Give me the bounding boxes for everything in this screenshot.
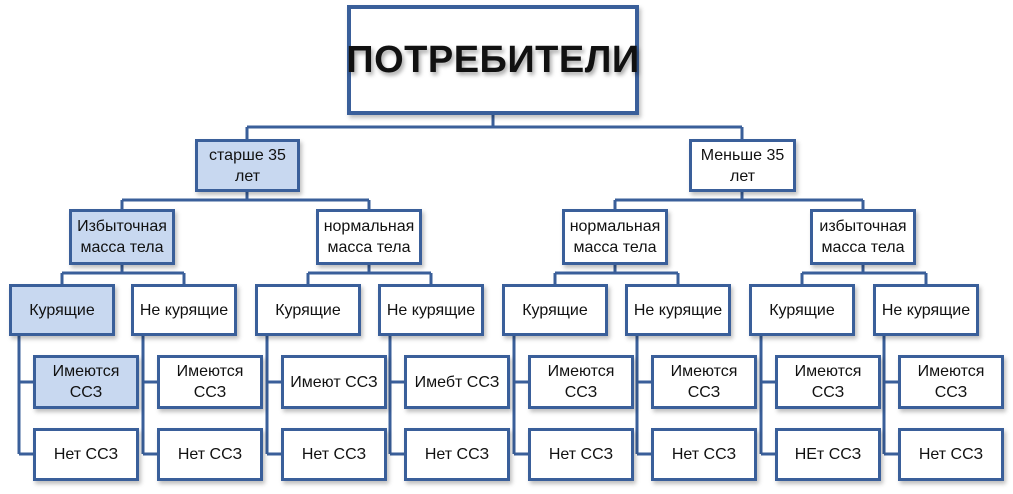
outcome-node: Нет ССЗ [651,428,757,481]
outcome-node: Имебт ССЗ [404,355,510,409]
outcome-node: Имеются ССЗ [898,355,1004,409]
outcome-label: Нет ССЗ [548,446,614,463]
outcome-node: Нет ССЗ [281,428,387,481]
branch-label: Не курящие [139,301,229,319]
outcome-label: Имеются ССЗ [547,363,615,401]
subgroup-label: Избыточная масса тела [77,218,167,256]
group-label: Меньше 35 лет [700,146,785,185]
outcome-node: Нет ССЗ [157,428,263,481]
group-node-younger-35: Меньше 35 лет [689,139,796,192]
group-node-older-35: старше 35 лет [195,139,300,192]
outcome-node: Нет ССЗ [33,428,139,481]
outcome-label: Имеются ССЗ [794,363,862,401]
subgroup-label: избыточная масса тела [819,218,907,256]
branch-node: Курящие [502,284,608,336]
subgroup-node: избыточная масса тела [810,209,916,265]
outcome-node: Имеются ССЗ [775,355,881,409]
outcome-label: Имебт ССЗ [414,373,500,391]
group-label: старше 35 лет [209,146,286,185]
outcome-label: Нет ССЗ [918,446,984,463]
root-node: ПОТРЕБИТЕЛИ [346,5,640,115]
outcome-node: Нет ССЗ [404,428,510,481]
branch-node: Не курящие [131,284,237,336]
root-label: ПОТРЕБИТЕЛИ [346,38,640,81]
outcome-label: Нет ССЗ [301,446,367,463]
subgroup-label: нормальная масса тела [323,218,415,256]
branch-label: Курящие [275,301,341,319]
subgroup-node: Избыточная масса тела [69,209,175,265]
branch-node: Не курящие [378,284,484,336]
outcome-label: Имеются ССЗ [176,363,244,401]
outcome-label: Имеются ССЗ [917,363,985,401]
branch-label: Не курящие [881,301,971,319]
outcome-node: Нет ССЗ [898,428,1004,481]
branch-label: Курящие [29,301,95,319]
outcome-label: Нет ССЗ [53,446,119,463]
branch-label: Не курящие [386,301,476,319]
subgroup-label: нормальная масса тела [569,218,661,256]
outcome-node: НЕт ССЗ [775,428,881,481]
subgroup-node: нормальная масса тела [316,209,422,265]
outcome-label: Имеют ССЗ [290,373,378,391]
branch-node: Курящие [749,284,855,336]
outcome-label: Нет ССЗ [671,446,737,463]
subgroup-node: нормальная масса тела [562,209,668,265]
outcome-node: Нет ССЗ [528,428,634,481]
branch-node: Не курящие [873,284,979,336]
branch-node: Курящие [255,284,361,336]
branch-node: Курящие [9,284,115,336]
outcome-node: Имеются ССЗ [528,355,634,409]
outcome-label: Нет ССЗ [177,446,243,463]
outcome-label: НЕт ССЗ [794,446,862,463]
branch-label: Курящие [522,301,588,319]
outcome-node: Имеются ССЗ [33,355,139,409]
branch-node: Не курящие [625,284,731,336]
branch-label: Курящие [769,301,835,319]
branch-label: Не курящие [633,301,723,319]
outcome-node: Имеются ССЗ [651,355,757,409]
outcome-label: Нет ССЗ [424,446,490,463]
outcome-label: Имеются ССЗ [670,363,738,401]
outcome-label: Имеются ССЗ [52,363,120,401]
outcome-node: Имеются ССЗ [157,355,263,409]
outcome-node: Имеют ССЗ [281,355,387,409]
